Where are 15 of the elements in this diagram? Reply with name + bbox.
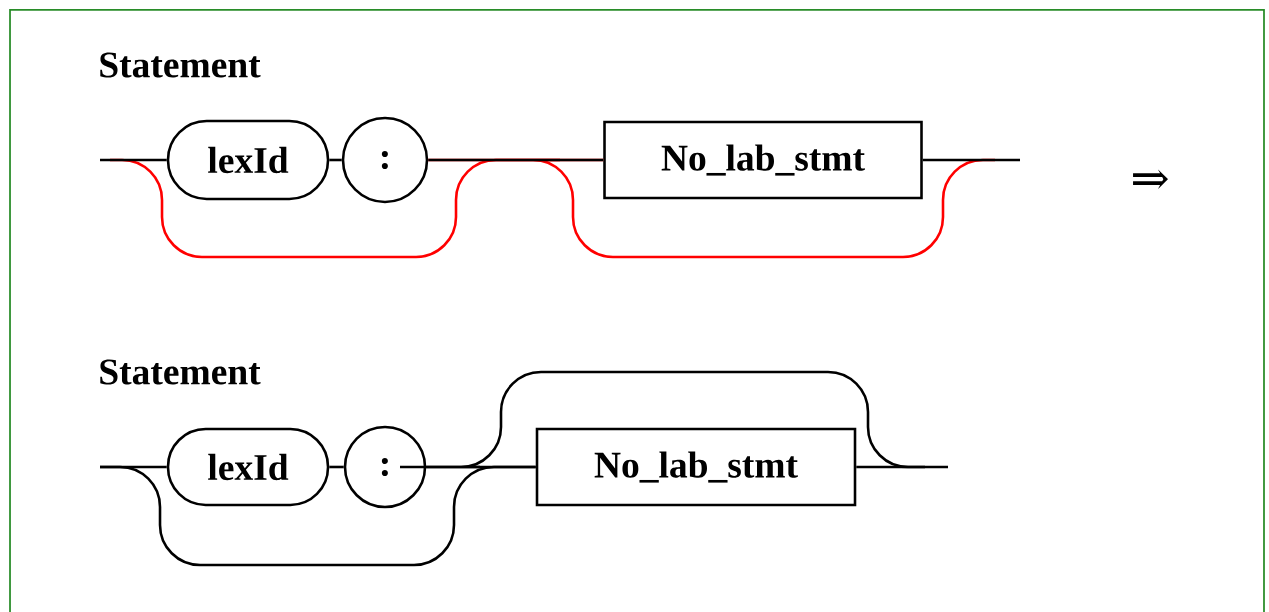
- nonterminal-box: No_lab_stmt: [603, 120, 923, 200]
- nonterminal-box: No_lab_stmt: [535, 427, 857, 507]
- track-line: [100, 465, 536, 567]
- track-line: [329, 158, 342, 162]
- track-line: [856, 465, 948, 469]
- track-line: [100, 158, 167, 162]
- terminal-pill: lexId: [166, 119, 330, 201]
- terminal-pill: lexId: [166, 427, 330, 507]
- track-line: [329, 465, 344, 469]
- title-text: Statement: [100, 359, 261, 385]
- track-line: [428, 158, 604, 162]
- implies-symbol: ⇒: [1133, 169, 1168, 189]
- track-line: [922, 158, 1020, 162]
- track-line: [398, 370, 925, 469]
- title-text: Statement: [100, 52, 261, 78]
